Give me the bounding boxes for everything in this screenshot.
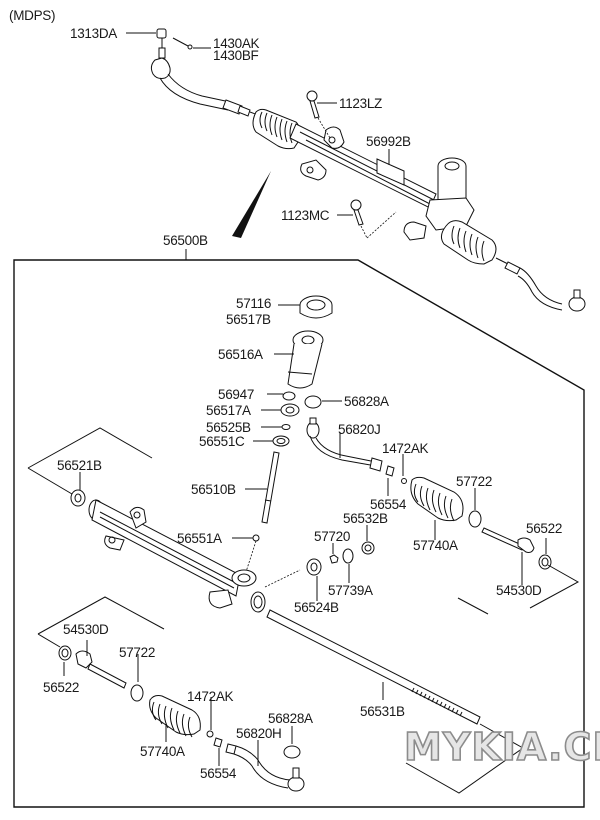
label-1472ak-right: 1472AK bbox=[382, 441, 429, 456]
label-57116: 57116 bbox=[236, 296, 271, 311]
nut-1313da-drawing bbox=[156, 28, 167, 48]
label-plate-drawing bbox=[376, 158, 405, 186]
label-1123mc: 1123MC bbox=[281, 208, 330, 223]
label-56828a-left: 56828A bbox=[268, 711, 313, 726]
label-57740a-left: 57740A bbox=[140, 744, 185, 759]
right-tie-rod-end-top bbox=[495, 257, 586, 312]
mdps-variant-label: (MDPS) bbox=[9, 8, 55, 23]
label-56531b: 56531B bbox=[360, 704, 405, 719]
inner-tie-rod-r-drawing bbox=[481, 527, 535, 553]
label-56820h: 56820H bbox=[236, 726, 282, 741]
rack-housing-top bbox=[289, 123, 437, 209]
rack-bar-drawing bbox=[266, 609, 481, 725]
dust-cover-r-drawing bbox=[304, 395, 322, 409]
yoke-housing-drawing bbox=[287, 330, 324, 389]
end-cap-drawing bbox=[70, 489, 86, 507]
bolt-1123mc-drawing bbox=[350, 199, 397, 239]
inner-ball-r-drawing bbox=[538, 554, 552, 570]
support-yoke-drawing bbox=[306, 558, 322, 576]
top-assembly-drawing bbox=[150, 28, 586, 312]
label-57720: 57720 bbox=[314, 529, 350, 544]
rack-nut-drawing bbox=[329, 554, 339, 564]
label-56820j: 56820J bbox=[338, 422, 381, 437]
clip-l-drawing bbox=[206, 730, 214, 738]
yoke-plug-drawing bbox=[299, 295, 333, 319]
bellows-l-drawing bbox=[149, 695, 201, 738]
gear-housing-drawing bbox=[88, 499, 266, 613]
bellows-clamp-l-drawing bbox=[130, 684, 144, 702]
cotter-pin-drawing bbox=[172, 37, 193, 50]
label-54530d-right: 54530D bbox=[496, 583, 542, 598]
left-bellows-top bbox=[252, 108, 301, 150]
watermark: MYKIA.CLUB bbox=[404, 725, 600, 769]
explode-arrow-icon bbox=[232, 171, 271, 238]
o-ring-drawing bbox=[342, 548, 354, 564]
label-57740a-right: 57740A bbox=[413, 538, 458, 553]
rack-bar-bracket bbox=[405, 723, 524, 794]
seal-c-drawing bbox=[272, 435, 290, 447]
inner-tie-rod-r-bracket bbox=[529, 564, 580, 609]
bellows-clamp-r-drawing bbox=[468, 510, 482, 528]
label-1472ak-left: 1472AK bbox=[187, 689, 234, 704]
gear-box-frame bbox=[13, 259, 585, 808]
label-1430ak: 1430AK bbox=[213, 36, 260, 51]
label-56517a: 56517A bbox=[206, 403, 251, 418]
label-56525b: 56525B bbox=[206, 420, 251, 435]
label-56554-right: 56554 bbox=[370, 497, 407, 512]
clip-r-drawing bbox=[401, 478, 407, 484]
label-1430bf: 1430BF bbox=[213, 48, 259, 63]
tie-rod-end-l-drawing bbox=[225, 743, 305, 792]
seal-a-drawing bbox=[252, 534, 260, 542]
label-56517b: 56517B bbox=[226, 312, 271, 327]
label-56510b: 56510B bbox=[191, 482, 236, 497]
label-56522-left: 56522 bbox=[43, 680, 79, 695]
dust-cover-l-drawing bbox=[283, 745, 301, 759]
snap-ring-drawing bbox=[281, 424, 291, 430]
label-57739a: 57739A bbox=[328, 583, 373, 598]
label-56532b: 56532B bbox=[343, 511, 388, 526]
label-56992b: 56992B bbox=[366, 134, 411, 149]
label-56500b: 56500B bbox=[163, 233, 208, 248]
label-56516a: 56516A bbox=[218, 347, 263, 362]
end-cap-bracket bbox=[27, 427, 153, 495]
inner-tie-rod-l-drawing bbox=[75, 650, 127, 689]
label-57722-left: 57722 bbox=[119, 645, 155, 660]
washer-drawing bbox=[282, 391, 296, 401]
inner-tie-rod-r-bracket-2 bbox=[457, 597, 489, 615]
label-56524b: 56524B bbox=[294, 600, 339, 615]
label-56828a-right: 56828A bbox=[344, 394, 389, 409]
inner-ball-l-drawing bbox=[58, 645, 72, 661]
label-57722-right: 57722 bbox=[456, 474, 492, 489]
label-56551c: 56551C bbox=[199, 434, 245, 449]
bushing-drawing bbox=[361, 541, 375, 555]
lock-nut-r-drawing bbox=[385, 465, 395, 477]
label-56522-right: 56522 bbox=[526, 521, 562, 536]
yoke-a-drawing bbox=[280, 403, 300, 417]
label-56947: 56947 bbox=[218, 387, 254, 402]
bellows-r-drawing bbox=[410, 476, 464, 522]
label-56521b: 56521B bbox=[57, 458, 102, 473]
pinion-shaft-drawing bbox=[261, 451, 280, 524]
label-54530d-left: 54530D bbox=[63, 622, 109, 637]
label-1313da: 1313DA bbox=[70, 26, 117, 41]
lock-nut-l-drawing bbox=[213, 737, 223, 748]
bolt-1123lz-drawing bbox=[306, 90, 331, 139]
inner-tie-rod-l-bracket bbox=[37, 596, 165, 648]
right-bellows-top bbox=[440, 220, 497, 265]
label-56551a: 56551A bbox=[177, 531, 222, 546]
label-56554-left: 56554 bbox=[200, 766, 237, 781]
tie-rod-end-r-drawing bbox=[306, 417, 383, 472]
label-1123lz: 1123LZ bbox=[339, 96, 382, 111]
